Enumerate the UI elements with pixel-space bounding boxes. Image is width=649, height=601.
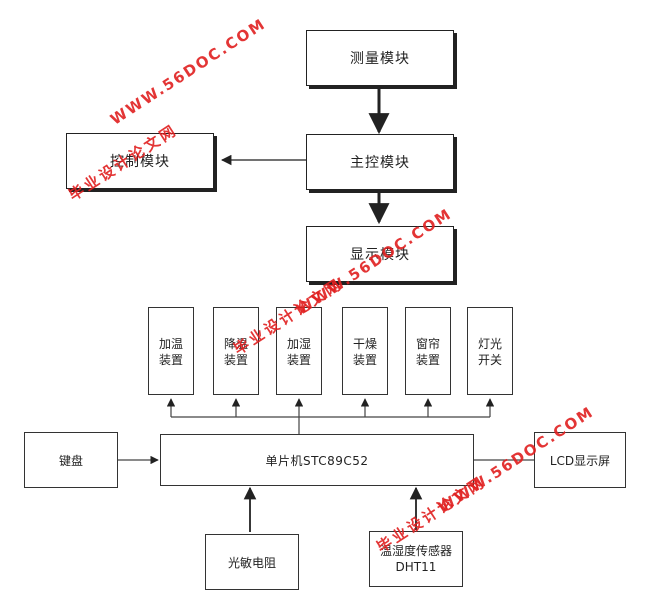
photoresistor-label: 光敏电阻 [227, 555, 276, 570]
device-humidifier-label: 加湿 装置 [286, 337, 311, 367]
device-dryer-label: 干燥 装置 [352, 337, 377, 367]
device-light-switch: 灯光 开关 [467, 307, 513, 395]
mcu-label: 单片机STC89C52 [265, 453, 369, 468]
device-cooling: 降温 装置 [213, 307, 259, 395]
control-module-label: 控制模块 [110, 154, 170, 170]
device-humidifier: 加湿 装置 [276, 307, 322, 395]
display-module: 显示模块 [306, 226, 454, 282]
lcd-box: LCD显示屏 [534, 432, 626, 488]
sensor-label: 温湿度传感器 DHT11 [379, 544, 452, 574]
device-curtain: 窗帘 装置 [405, 307, 451, 395]
device-heating-label: 加温 装置 [158, 337, 183, 367]
sensor-box: 温湿度传感器 DHT11 [369, 531, 463, 587]
device-dryer: 干燥 装置 [342, 307, 388, 395]
keyboard-box: 键盘 [24, 432, 118, 488]
main-control-module-label: 主控模块 [350, 155, 410, 171]
measure-module: 测量模块 [306, 30, 454, 86]
main-control-module: 主控模块 [306, 134, 454, 190]
device-cooling-label: 降温 装置 [223, 337, 248, 367]
device-curtain-label: 窗帘 装置 [415, 337, 440, 367]
device-heating: 加温 装置 [148, 307, 194, 395]
mcu-box: 单片机STC89C52 [160, 434, 474, 486]
photoresistor-box: 光敏电阻 [205, 534, 299, 590]
measure-module-label: 测量模块 [350, 51, 410, 67]
keyboard-label: 键盘 [58, 453, 83, 468]
display-module-label: 显示模块 [350, 247, 410, 263]
control-module: 控制模块 [66, 133, 214, 189]
lcd-label: LCD显示屏 [549, 453, 611, 468]
device-light-switch-label: 灯光 开关 [477, 337, 502, 367]
